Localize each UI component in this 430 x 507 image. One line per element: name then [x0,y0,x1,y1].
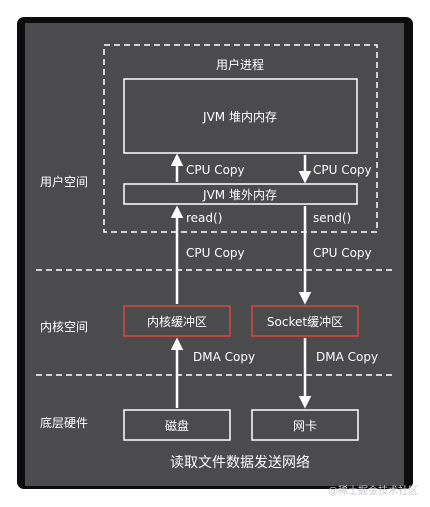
label-dma-copy-left: DMA Copy [193,350,255,364]
disk-label: 磁盘 [165,418,189,433]
nic-label: 网卡 [293,419,317,433]
zone-label-kernel-space: 内核空间 [40,320,88,334]
jvm-heap-box [123,78,358,154]
kernel-buffer-box [123,305,231,337]
label-send: send() [313,211,351,225]
diagram-panel [25,23,404,486]
label-cpu-copy-right: CPU Copy [313,246,372,260]
label-cpu-copy-left: CPU Copy [186,246,245,260]
kernel-buffer-label: 内核缓冲区 [147,314,207,329]
jvm-offheap-box [123,183,358,205]
label-dma-copy-right: DMA Copy [316,350,378,364]
jvm-offheap-label: JVM 堆外内存 [202,188,277,202]
diagram-caption: 读取文件数据发送网络 [170,454,310,471]
zone-label-hardware: 底层硬件 [40,415,88,430]
socket-buffer-label: Socket缓冲区 [267,314,343,329]
watermark: @稀土掘金技术社区 [328,486,418,497]
user-process-label: 用户进程 [216,57,264,72]
label-read: read() [186,211,222,225]
socket-buffer-box [251,305,359,337]
label-cpu-copy-up: CPU Copy [186,163,245,177]
zone-label-user-space: 用户空间 [40,174,88,189]
disk-box [123,409,231,441]
nic-box [251,409,359,441]
jvm-heap-label: JVM 堆内内存 [202,110,277,124]
label-cpu-copy-down: CPU Copy [313,163,372,177]
